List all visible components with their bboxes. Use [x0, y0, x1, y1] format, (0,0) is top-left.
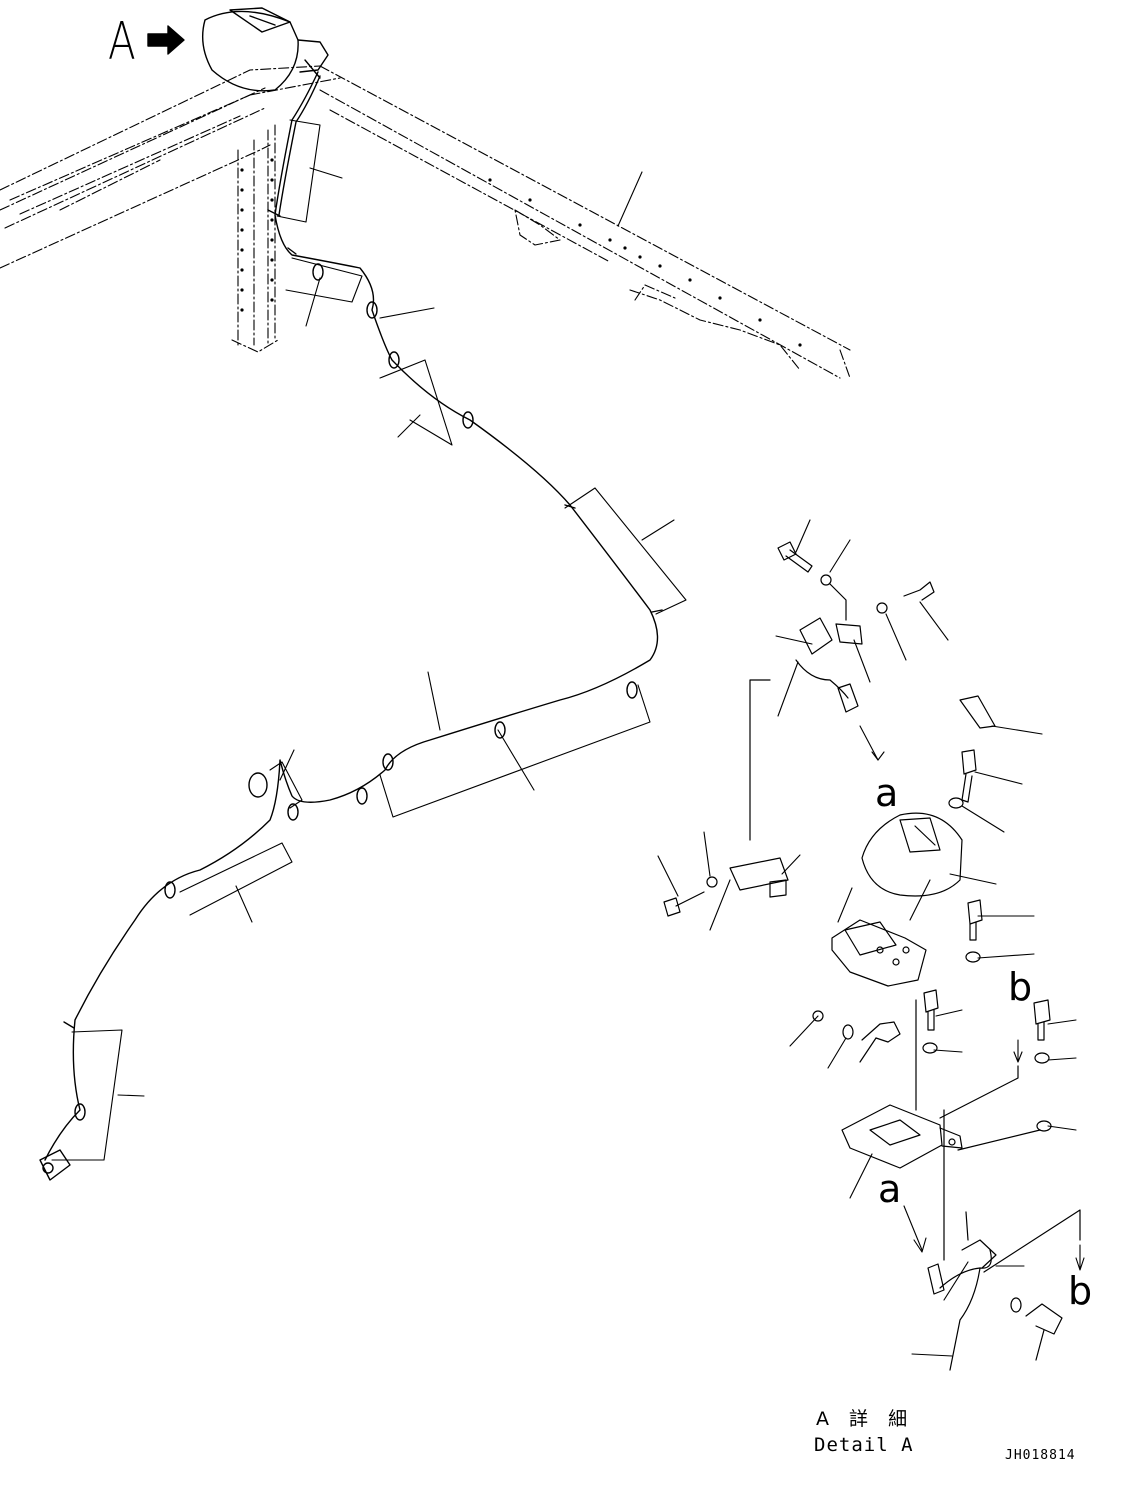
detail-leader-lines: [657, 519, 1085, 1357]
detail-a-parts: [663, 541, 1081, 1371]
detail-a-marker: A: [108, 12, 136, 72]
wiring-harness: [39, 71, 663, 1181]
machine-frame: [0, 65, 851, 379]
beacon-lamp-top: [202, 7, 329, 92]
detail-caption-english: Detail A: [814, 1434, 914, 1456]
clamp-callout-boxes: [51, 119, 687, 1161]
detail-caption-japanese: A 詳 細: [816, 1408, 915, 1430]
connector-ref-top: a: [875, 771, 899, 815]
bolt-ref-top: b: [1008, 965, 1033, 1009]
bolt-ref-bottom: b: [1068, 1269, 1093, 1313]
leader-lines: [117, 167, 675, 1097]
drawing-number: JH018814: [1005, 1448, 1076, 1463]
frame-holes: [240, 158, 802, 347]
detail-arrow-icon: [147, 25, 185, 55]
connector-ref-bottom: a: [878, 1167, 902, 1211]
